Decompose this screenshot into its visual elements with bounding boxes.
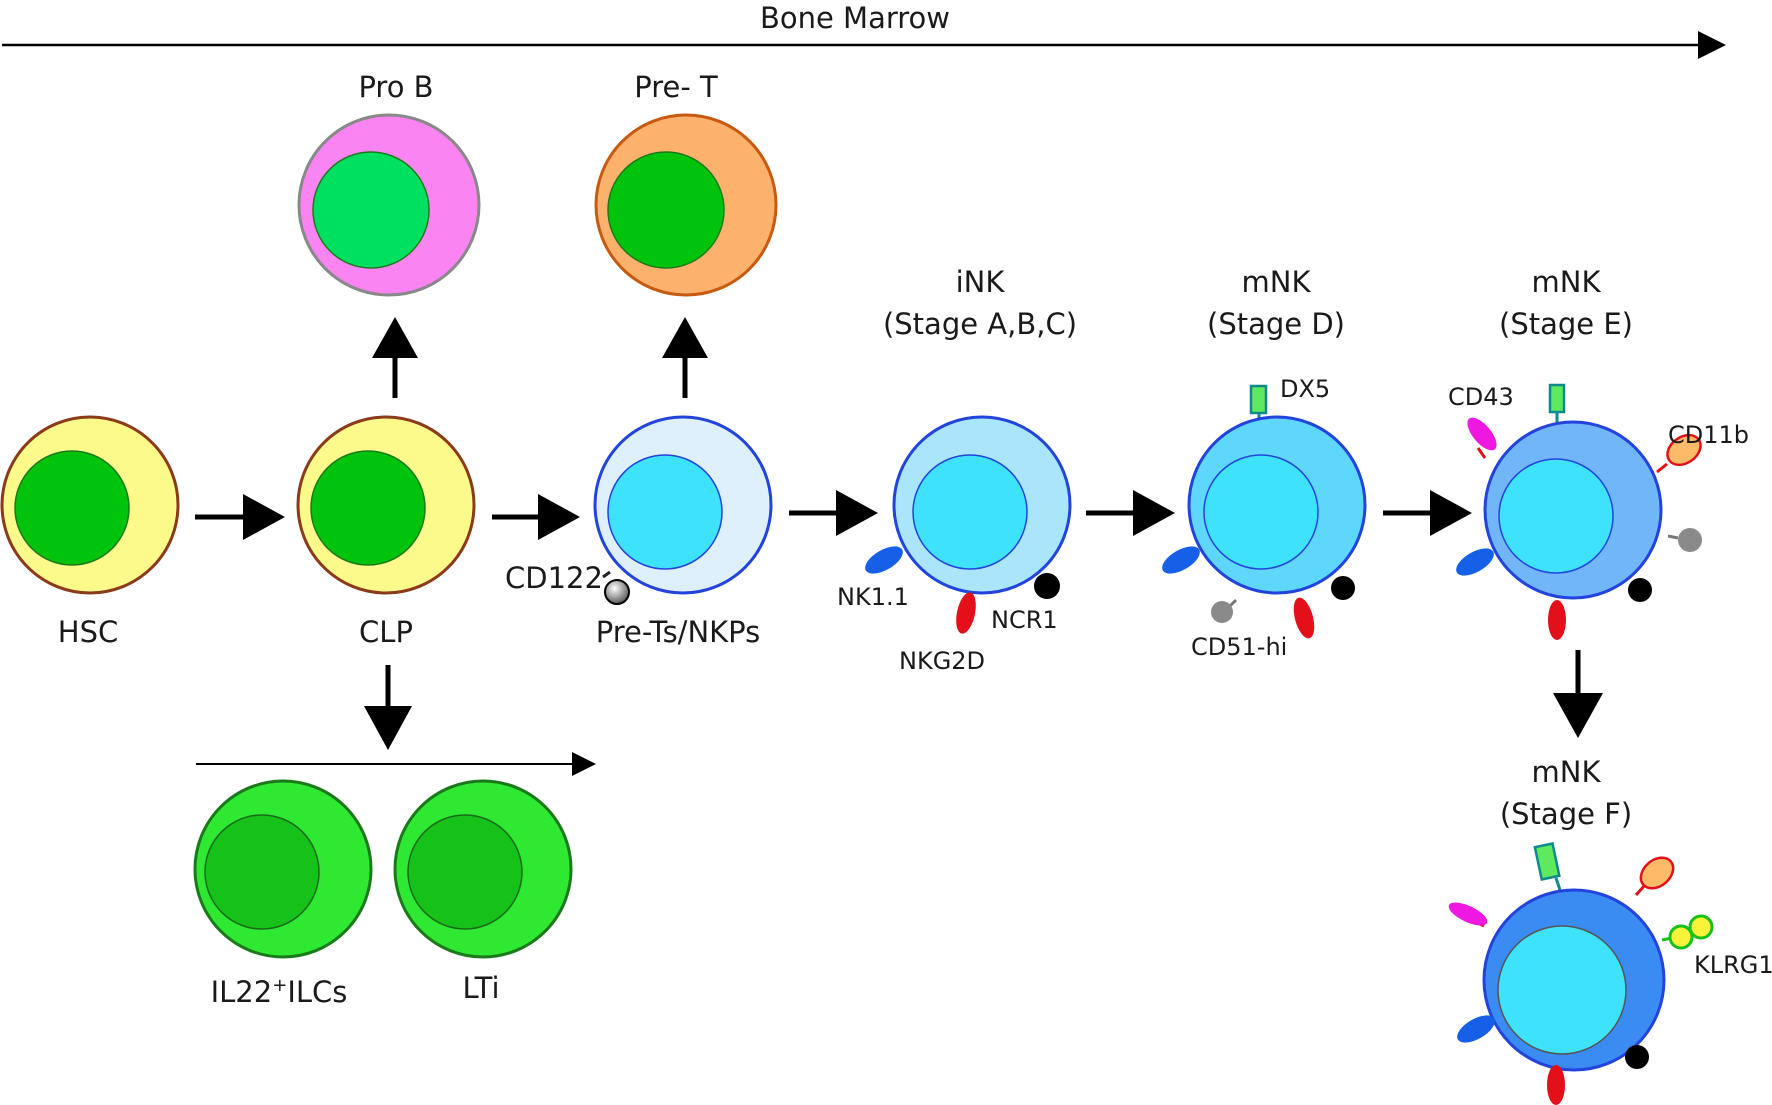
cd43-receptor-icon [1467, 417, 1497, 451]
mnkf-label: mNK [1532, 755, 1602, 789]
klrg1-label: KLRG1 [1694, 951, 1772, 979]
cd122-label: CD122 [505, 561, 603, 595]
cd122-receptor-icon [604, 579, 630, 605]
cd51-receptor-icon [1211, 601, 1233, 623]
ink-stage-label: (Stage A,B,C) [883, 307, 1077, 341]
clp-cell [296, 415, 476, 595]
mnke-label: mNK [1532, 265, 1602, 299]
prob-cell [297, 113, 481, 297]
mnke-cell [1476, 412, 1679, 600]
nk11-label: NK1.1 [837, 583, 909, 611]
mnke-stage-label: (Stage E) [1499, 307, 1633, 341]
mnkd-nkg2d-receptor-icon [1293, 597, 1315, 639]
prets-cell [593, 415, 773, 595]
arrow-clp-to-prob [372, 317, 418, 398]
bone-marrow-label: Bone Marrow [760, 1, 950, 35]
lti-cell [393, 779, 573, 959]
mnke-nkg2d-receptor-icon [1548, 600, 1566, 640]
cd51-label: CD51-hi [1191, 633, 1287, 661]
mnkf-dx5-receptor-icon [1533, 841, 1561, 881]
arrow-mnke-to-mnkf [1553, 650, 1603, 738]
ilc-label: IL22+ILCs [211, 975, 348, 1009]
mnke-ncr1-receptor-icon [1628, 578, 1652, 602]
prets-label: Pre-Ts/NKPs [596, 615, 761, 649]
cd11b-label: CD11b [1668, 421, 1749, 449]
cd43-label: CD43 [1448, 383, 1514, 411]
arrow-hsc-to-clp [195, 494, 285, 540]
mnkf-ncr1-receptor-icon [1625, 1045, 1649, 1069]
pret-label: Pre- T [634, 70, 718, 104]
mnke-cd51-receptor-icon [1678, 528, 1702, 552]
ink-label: iNK [956, 265, 1006, 299]
ilc-cell [193, 779, 373, 959]
arrow-prets-to-pret [662, 317, 708, 398]
nk11-receptor-icon [865, 546, 903, 574]
lti-label: LTi [462, 971, 499, 1005]
mnkd-ncr1-receptor-icon [1331, 576, 1355, 600]
nkg2d-receptor-icon [956, 592, 976, 634]
mnke-nk11-receptor-icon [1456, 548, 1494, 576]
ilc-lineage-arrow [196, 752, 596, 776]
mnkd-nk11-receptor-icon [1162, 546, 1200, 574]
cd11b-receptor-icon [1666, 433, 1702, 467]
mnke-dx5-receptor-icon [1548, 383, 1566, 414]
mnkd-cell [1187, 413, 1367, 614]
klrg1-receptor-icon [1668, 924, 1694, 950]
arrow-mnkd-to-mnke [1383, 490, 1472, 536]
mnkf-stage-label: (Stage F) [1500, 797, 1632, 831]
mnkd-label: mNK [1242, 265, 1312, 299]
ncr1-receptor-icon [1034, 573, 1060, 599]
prob-label: Pro B [358, 70, 433, 104]
arrow-clp-to-prets [492, 494, 580, 540]
hsc-label: HSC [58, 615, 118, 649]
pret-cell [594, 113, 778, 297]
nkg2d-label: NKG2D [899, 647, 985, 675]
ink-cell [892, 415, 1072, 595]
hsc-cell [0, 415, 180, 595]
dx5-label: DX5 [1280, 375, 1330, 403]
mnkd-stage-label: (Stage D) [1207, 307, 1345, 341]
dx5-receptor-icon [1249, 384, 1268, 415]
mnkf-nk11-receptor-icon [1457, 1015, 1495, 1043]
mnkf-nkg2d-receptor-icon [1547, 1065, 1565, 1105]
mnkf-cd43-receptor-icon [1448, 902, 1488, 926]
ncr1-label: NCR1 [991, 606, 1058, 634]
bone-marrow-arrow [2, 31, 1726, 59]
mnkf-cell [1471, 877, 1673, 1072]
arrow-clp-to-ilcs [364, 665, 412, 750]
clp-label: CLP [359, 615, 413, 649]
arrow-prets-to-ink [789, 490, 878, 536]
mnkf-cd11b-receptor-icon [1639, 856, 1675, 890]
arrow-ink-to-mnkd [1086, 490, 1175, 536]
klrg1-receptor-icon-2 [1688, 914, 1714, 940]
